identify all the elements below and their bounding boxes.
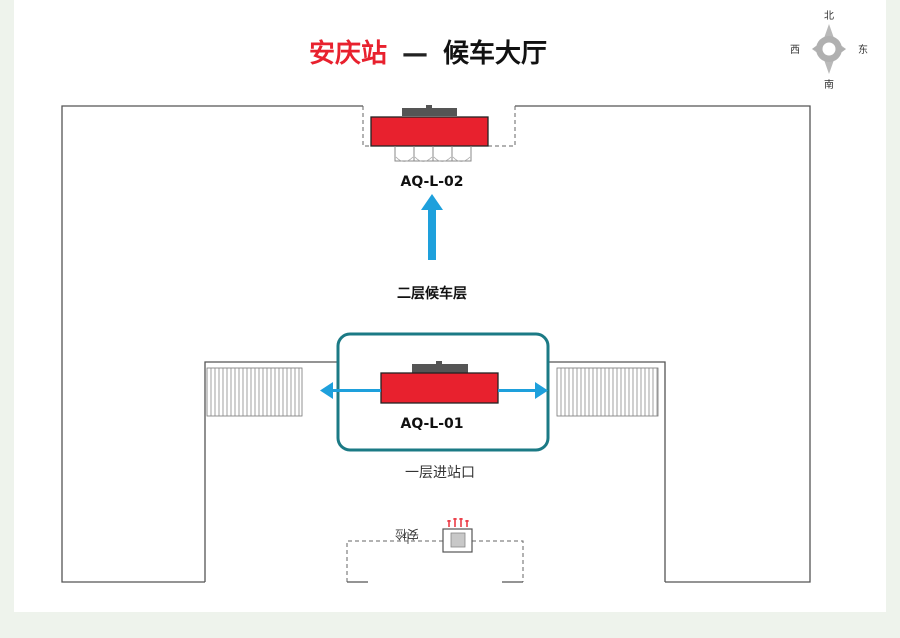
compass-east: 东 bbox=[858, 43, 868, 56]
stairs-right bbox=[556, 367, 659, 417]
floor1-label: 一层进站口 bbox=[405, 465, 475, 481]
bottom-entrance bbox=[346, 540, 524, 582]
title-dash: — bbox=[402, 39, 428, 69]
floor2-label: 二层候车层 bbox=[397, 285, 467, 302]
security-label: 安检 bbox=[395, 527, 419, 542]
inner-hall-wall bbox=[204, 361, 666, 582]
compass-north: 北 bbox=[824, 10, 834, 22]
compass-south: 南 bbox=[824, 78, 834, 91]
device-aq-l-02 bbox=[370, 105, 489, 162]
arrow-left-icon bbox=[320, 382, 381, 399]
paper bbox=[14, 0, 886, 612]
compass-west: 西 bbox=[790, 45, 800, 56]
device-aq-l-01 bbox=[380, 361, 499, 404]
top-recess bbox=[362, 106, 516, 147]
outer-wall bbox=[61, 105, 811, 583]
device-label-aq-l-02: AQ-L-02 bbox=[400, 174, 463, 190]
title-hall: 候车大厅 bbox=[443, 38, 547, 69]
compass-rose-icon bbox=[812, 24, 846, 74]
title-station: 安庆站 bbox=[309, 38, 387, 69]
device-label-aq-l-01: AQ-L-01 bbox=[400, 416, 463, 432]
arrow-right-icon bbox=[498, 382, 548, 399]
security-scanner-icon bbox=[442, 518, 473, 553]
stairs-left bbox=[206, 367, 303, 417]
arrow-up-icon bbox=[421, 194, 443, 260]
